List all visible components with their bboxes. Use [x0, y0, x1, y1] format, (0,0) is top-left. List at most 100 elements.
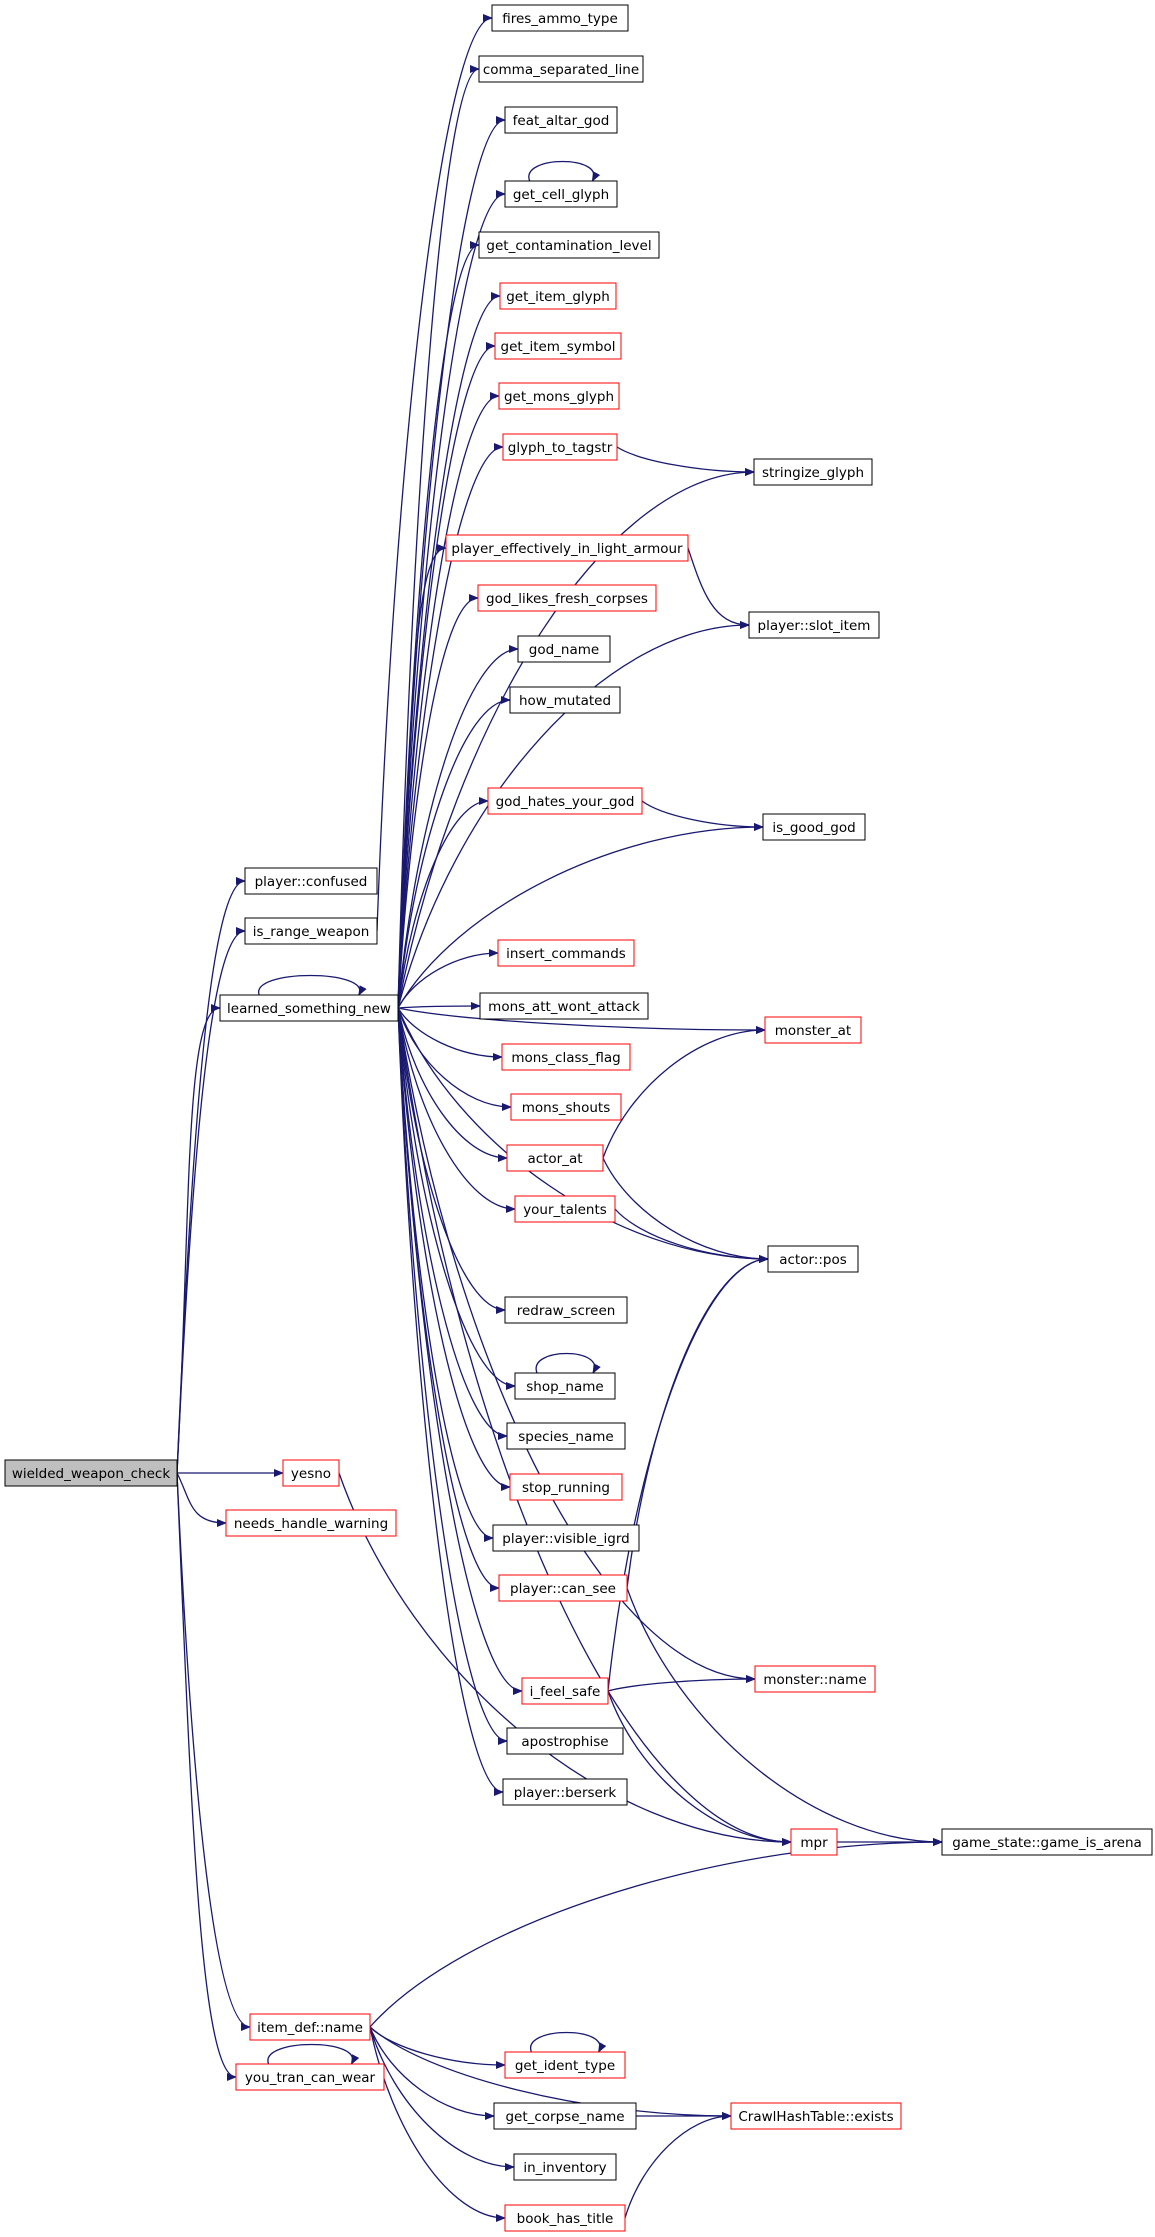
node-redraw-screen[interactable]: redraw_screen	[504, 1296, 628, 1324]
node-is-good-god[interactable]: is_good_god	[762, 813, 866, 841]
node-mons-class-flag[interactable]: mons_class_flag	[501, 1043, 631, 1071]
node-box	[504, 2204, 626, 2232]
edge-learned-something-new-to-insert-commands	[397, 949, 499, 1009]
node-box	[730, 2102, 902, 2130]
node-is-range-weapon[interactable]: is_range_weapon	[244, 917, 378, 945]
edge-your-talents-to-actor-pos	[614, 1208, 769, 1263]
node-actor-at[interactable]: actor_at	[506, 1144, 604, 1172]
node-label: god_hates_your_god	[496, 794, 635, 810]
node-box	[510, 1093, 622, 1121]
node-god-hates-your-god[interactable]: god_hates_your_god	[487, 787, 643, 815]
node-fires-ammo-type[interactable]: fires_ammo_type	[491, 4, 629, 32]
node-needs-handle-warning[interactable]: needs_handle_warning	[225, 1509, 397, 1537]
node-get-item-glyph[interactable]: get_item_glyph	[499, 282, 617, 310]
edge-learned-something-new-to-learned-something-new	[258, 974, 367, 996]
edge-wielded-weapon-check-to-needs-handle-warning	[176, 1472, 227, 1527]
node-box	[225, 1509, 397, 1537]
node-you-tran-can-wear[interactable]: you_tran_can_wear	[235, 2063, 385, 2091]
node-crawlhashtable-exists[interactable]: CrawlHashTable::exists	[730, 2102, 902, 2130]
node-get-mons-glyph[interactable]: get_mons_glyph	[498, 382, 620, 410]
node-label: item_def::name	[257, 2020, 363, 2036]
node-insert-commands[interactable]: insert_commands	[497, 939, 635, 967]
node-get-ident-type[interactable]: get_ident_type	[504, 2051, 626, 2079]
node-box	[498, 382, 620, 410]
node-label: actor_at	[527, 1151, 582, 1167]
node-label: mpr	[800, 1835, 828, 1851]
node-player-can-see[interactable]: player::can_see	[498, 1574, 628, 1602]
edge-learned-something-new-to-god-hates-your-god	[397, 797, 489, 1009]
edge-learned-something-new-to-get-mons-glyph	[397, 392, 500, 1009]
node-feat-altar-god[interactable]: feat_altar_god	[504, 106, 618, 134]
edge-get-ident-type-to-get-ident-type	[530, 2031, 607, 2053]
node-item-def-name[interactable]: item_def::name	[249, 2013, 371, 2041]
node-wielded-weapon-check[interactable]: wielded_weapon_check	[4, 1459, 178, 1487]
node-actor-pos[interactable]: actor::pos	[767, 1245, 859, 1273]
node-label: monster::name	[763, 1672, 866, 1688]
node-stringize-glyph[interactable]: stringize_glyph	[753, 458, 873, 486]
edge-learned-something-new-to-god-likes-fresh-corpses	[397, 594, 479, 1009]
node-monster-at[interactable]: monster_at	[764, 1016, 862, 1044]
node-box	[762, 813, 866, 841]
node-get-corpse-name[interactable]: get_corpse_name	[493, 2102, 637, 2130]
node-box	[521, 1677, 609, 1705]
edge-learned-something-new-to-stringize-glyph	[397, 468, 755, 1009]
node-get-item-symbol[interactable]: get_item_symbol	[494, 332, 622, 360]
node-box	[498, 1574, 628, 1602]
node-label: player::confused	[255, 874, 368, 890]
node-label: mons_shouts	[522, 1100, 610, 1116]
node-species-name[interactable]: species_name	[506, 1422, 626, 1450]
node-stop-running[interactable]: stop_running	[509, 1473, 623, 1501]
node-label: get_item_glyph	[506, 289, 610, 305]
node-get-cell-glyph[interactable]: get_cell_glyph	[504, 180, 618, 208]
node-label: player::slot_item	[758, 618, 871, 634]
node-shop-name[interactable]: shop_name	[514, 1372, 616, 1400]
node-player-effectively-in-light-armour[interactable]: player_effectively_in_light_armour	[445, 534, 689, 562]
node-your-talents[interactable]: your_talents	[514, 1195, 616, 1223]
node-box	[491, 4, 629, 32]
node-how-mutated[interactable]: how_mutated	[509, 686, 621, 714]
edge-item-def-name-to-in-inventory	[369, 2026, 515, 2171]
node-label: mons_class_flag	[511, 1050, 620, 1066]
node-yesno[interactable]: yesno	[282, 1459, 340, 1487]
node-mpr[interactable]: mpr	[790, 1828, 838, 1856]
node-glyph-to-tagstr[interactable]: glyph_to_tagstr	[502, 433, 618, 461]
node-mons-att-wont-attack[interactable]: mons_att_wont_attack	[479, 992, 649, 1020]
node-god-name[interactable]: god_name	[517, 635, 611, 663]
node-monster-name[interactable]: monster::name	[754, 1665, 876, 1693]
edge-learned-something-new-to-player-slot-item	[397, 621, 750, 1009]
edge-learned-something-new-to-comma-separated-line	[397, 65, 480, 1009]
node-label: get_corpse_name	[505, 2109, 624, 2125]
node-box	[282, 1459, 340, 1487]
node-box	[479, 992, 649, 1020]
node-box	[494, 332, 622, 360]
edge-item-def-name-to-get-corpse-name	[369, 2026, 495, 2120]
edge-actor-at-to-monster-at	[602, 1026, 766, 1159]
edge-learned-something-new-to-glyph-to-tagstr	[397, 443, 504, 1009]
node-game-state-game-is-arena[interactable]: game_state::game_is_arena	[941, 1828, 1153, 1856]
node-box	[219, 994, 399, 1022]
node-in-inventory[interactable]: in_inventory	[513, 2153, 617, 2181]
node-learned-something-new[interactable]: learned_something_new	[219, 994, 399, 1022]
node-god-likes-fresh-corpses[interactable]: god_likes_fresh_corpses	[477, 584, 657, 612]
edge-learned-something-new-to-get-item-symbol	[397, 342, 496, 1009]
edge-wielded-weapon-check-to-item-def-name	[176, 1472, 251, 2031]
node-comma-separated-line[interactable]: comma_separated_line	[478, 55, 644, 83]
node-box	[504, 106, 618, 134]
node-box	[514, 1195, 616, 1223]
edge-actor-at-to-actor-pos	[602, 1157, 769, 1263]
edge-player-can-see-to-game-state-game-is-arena	[626, 1587, 943, 1846]
node-player-visible-igrd[interactable]: player::visible_igrd	[492, 1524, 640, 1552]
node-get-contamination-level[interactable]: get_contamination_level	[478, 231, 660, 259]
node-mons-shouts[interactable]: mons_shouts	[510, 1093, 622, 1121]
node-label: monster_at	[775, 1023, 851, 1039]
edge-wielded-weapon-check-to-learned-something-new	[176, 1004, 221, 1474]
node-player-slot-item[interactable]: player::slot_item	[748, 611, 880, 639]
node-book-has-title[interactable]: book_has_title	[504, 2204, 626, 2232]
edge-learned-something-new-to-apostrophise	[397, 1007, 508, 1745]
node-player-confused[interactable]: player::confused	[244, 867, 378, 895]
node-player-berserk[interactable]: player::berserk	[502, 1778, 628, 1806]
node-i-feel-safe[interactable]: i_feel_safe	[521, 1677, 609, 1705]
node-label: is_good_god	[772, 820, 855, 836]
node-label: fires_ammo_type	[502, 11, 618, 27]
node-apostrophise[interactable]: apostrophise	[506, 1727, 624, 1755]
